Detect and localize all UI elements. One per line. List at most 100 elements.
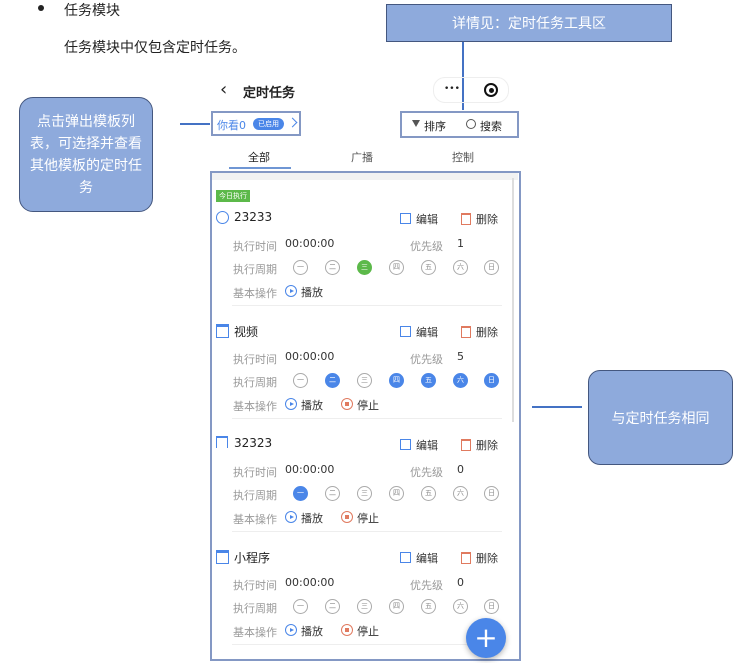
tab-1[interactable]: 广播 [351, 151, 373, 164]
weekday-toggle[interactable]: 日 [484, 373, 499, 388]
search-button[interactable]: 搜索 [466, 118, 516, 133]
weekday-toggle[interactable]: 六 [453, 599, 468, 614]
weekday-toggle[interactable]: 四 [389, 373, 404, 388]
ops-label: 基本操作 [233, 400, 277, 413]
list-top-gap [212, 173, 518, 180]
weekday-toggle[interactable]: 三 [357, 599, 372, 614]
delete-label: 删除 [476, 439, 498, 452]
chevron-right-icon [287, 117, 298, 128]
back-button[interactable]: ‹ [220, 79, 228, 100]
play-button[interactable]: 播放 [285, 623, 329, 638]
play-button[interactable]: 播放 [285, 510, 329, 525]
tab-indicator [229, 167, 291, 169]
tab-0[interactable]: 全部 [248, 151, 270, 164]
weekday-toggle[interactable]: 二 [325, 373, 340, 388]
delete-label: 删除 [476, 213, 498, 226]
edit-button[interactable]: 编辑 [400, 324, 444, 339]
edit-icon [400, 326, 411, 337]
edit-label: 编辑 [416, 552, 438, 565]
weekday-toggle[interactable]: 一 [293, 486, 308, 501]
play-button[interactable]: 播放 [285, 397, 329, 412]
time-label: 执行时间 [233, 240, 277, 253]
priority-label: 优先级 [410, 579, 443, 592]
weekday-toggle[interactable]: 二 [325, 486, 340, 501]
weekday-toggle[interactable]: 五 [421, 260, 436, 275]
delete-label: 删除 [476, 326, 498, 339]
play-label: 播放 [301, 512, 323, 525]
callout-template: 点击弹出模板列表，可选择并查看其他模板的定时任务 [19, 97, 153, 212]
weekday-toggle[interactable]: 一 [293, 373, 308, 388]
play-icon [285, 285, 297, 297]
sort-button[interactable]: 排序 [412, 118, 457, 133]
period-label: 执行周期 [233, 263, 277, 276]
edit-icon [400, 439, 411, 450]
weekday-toggle[interactable]: 五 [421, 373, 436, 388]
trash-icon [461, 213, 471, 225]
task-name: 23233 [234, 210, 273, 224]
arrow-line [462, 42, 464, 110]
priority-label: 优先级 [410, 240, 443, 253]
weekday-toggle[interactable]: 二 [325, 599, 340, 614]
more-button[interactable]: ••• [444, 84, 460, 94]
edit-button[interactable]: 编辑 [400, 550, 444, 565]
delete-button[interactable]: 删除 [460, 211, 504, 226]
scrollbar[interactable] [512, 178, 514, 422]
delete-button[interactable]: 删除 [460, 324, 504, 339]
stop-button[interactable]: 停止 [341, 397, 385, 412]
video-icon [216, 324, 229, 338]
search-icon [466, 119, 476, 129]
callout-same: 与定时任务相同 [588, 370, 733, 465]
weekday-toggle[interactable]: 五 [421, 486, 436, 501]
weekday-toggle[interactable]: 日 [484, 599, 499, 614]
weekday-toggle[interactable]: 一 [293, 260, 308, 275]
stop-label: 停止 [357, 625, 379, 638]
weekday-toggle[interactable]: 三 [357, 486, 372, 501]
time-label: 执行时间 [233, 579, 277, 592]
stop-button[interactable]: 停止 [341, 510, 385, 525]
add-task-button[interactable]: + [466, 618, 506, 658]
bullet-dot [38, 5, 44, 11]
divider [232, 531, 502, 532]
weekday-toggle[interactable]: 日 [484, 260, 499, 275]
weekday-toggle[interactable]: 三 [357, 373, 372, 388]
task-name: 视频 [234, 325, 259, 339]
stop-icon [341, 398, 353, 410]
tab-2[interactable]: 控制 [452, 151, 474, 164]
play-label: 播放 [301, 399, 323, 412]
weekday-toggle[interactable]: 二 [325, 260, 340, 275]
weekday-toggle[interactable]: 一 [293, 599, 308, 614]
time-value: 00:00:00 [285, 350, 335, 363]
play-button[interactable]: 播放 [285, 284, 329, 299]
weekday-toggle[interactable]: 五 [421, 599, 436, 614]
arrow-line [180, 123, 210, 125]
priority-value: 0 [457, 463, 464, 476]
toolbar: 排序 搜索 [400, 111, 519, 138]
edit-button[interactable]: 编辑 [400, 211, 444, 226]
time-value: 00:00:00 [285, 463, 335, 476]
weekday-toggle[interactable]: 六 [453, 260, 468, 275]
stop-icon [341, 624, 353, 636]
edit-button[interactable]: 编辑 [400, 437, 444, 452]
play-icon [285, 511, 297, 523]
description: 任务模块中仅包含定时任务。 [64, 40, 246, 56]
close-target-icon[interactable] [484, 83, 498, 97]
delete-button[interactable]: 删除 [460, 437, 504, 452]
weekday-toggle[interactable]: 日 [484, 486, 499, 501]
weekday-toggle[interactable]: 四 [389, 260, 404, 275]
weekday-toggle[interactable]: 四 [389, 486, 404, 501]
weekday-toggle[interactable]: 三 [357, 260, 372, 275]
arrow-line [532, 406, 582, 408]
play-label: 播放 [301, 625, 323, 638]
weekday-toggle[interactable]: 四 [389, 599, 404, 614]
time-label: 执行时间 [233, 353, 277, 366]
weekday-toggle[interactable]: 六 [453, 373, 468, 388]
template-selector[interactable]: 你看0 已启用 [211, 111, 301, 136]
status-badge: 已启用 [253, 118, 284, 130]
stop-button[interactable]: 停止 [341, 623, 385, 638]
ops-label: 基本操作 [233, 287, 277, 300]
play-icon [285, 624, 297, 636]
delete-button[interactable]: 删除 [460, 550, 504, 565]
filter-icon [412, 120, 420, 127]
period-label: 执行周期 [233, 602, 277, 615]
weekday-toggle[interactable]: 六 [453, 486, 468, 501]
